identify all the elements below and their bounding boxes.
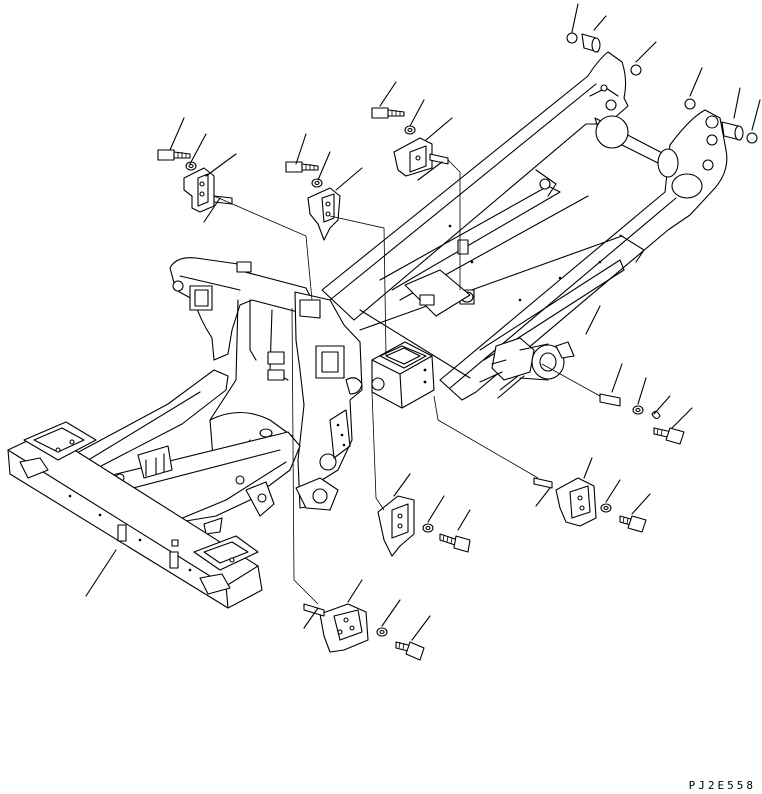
bracket-group-6 [534, 478, 646, 532]
bracket-group-5 [304, 604, 424, 660]
bracket-group-2 [286, 162, 340, 240]
bracket-group-4 [378, 496, 470, 556]
front-main-frame [8, 258, 362, 608]
drawing-code: PJ2E558 [688, 779, 756, 792]
boom-top-pins [567, 33, 757, 143]
bracket-group-7 [600, 394, 684, 444]
bracket-group-3 [372, 108, 448, 176]
bracket-group-1 [158, 150, 232, 212]
center-pivot-block [372, 342, 434, 408]
rear-boom-frame [322, 52, 727, 400]
pin-boss-assembly [492, 338, 574, 380]
leader-lines [86, 4, 760, 640]
